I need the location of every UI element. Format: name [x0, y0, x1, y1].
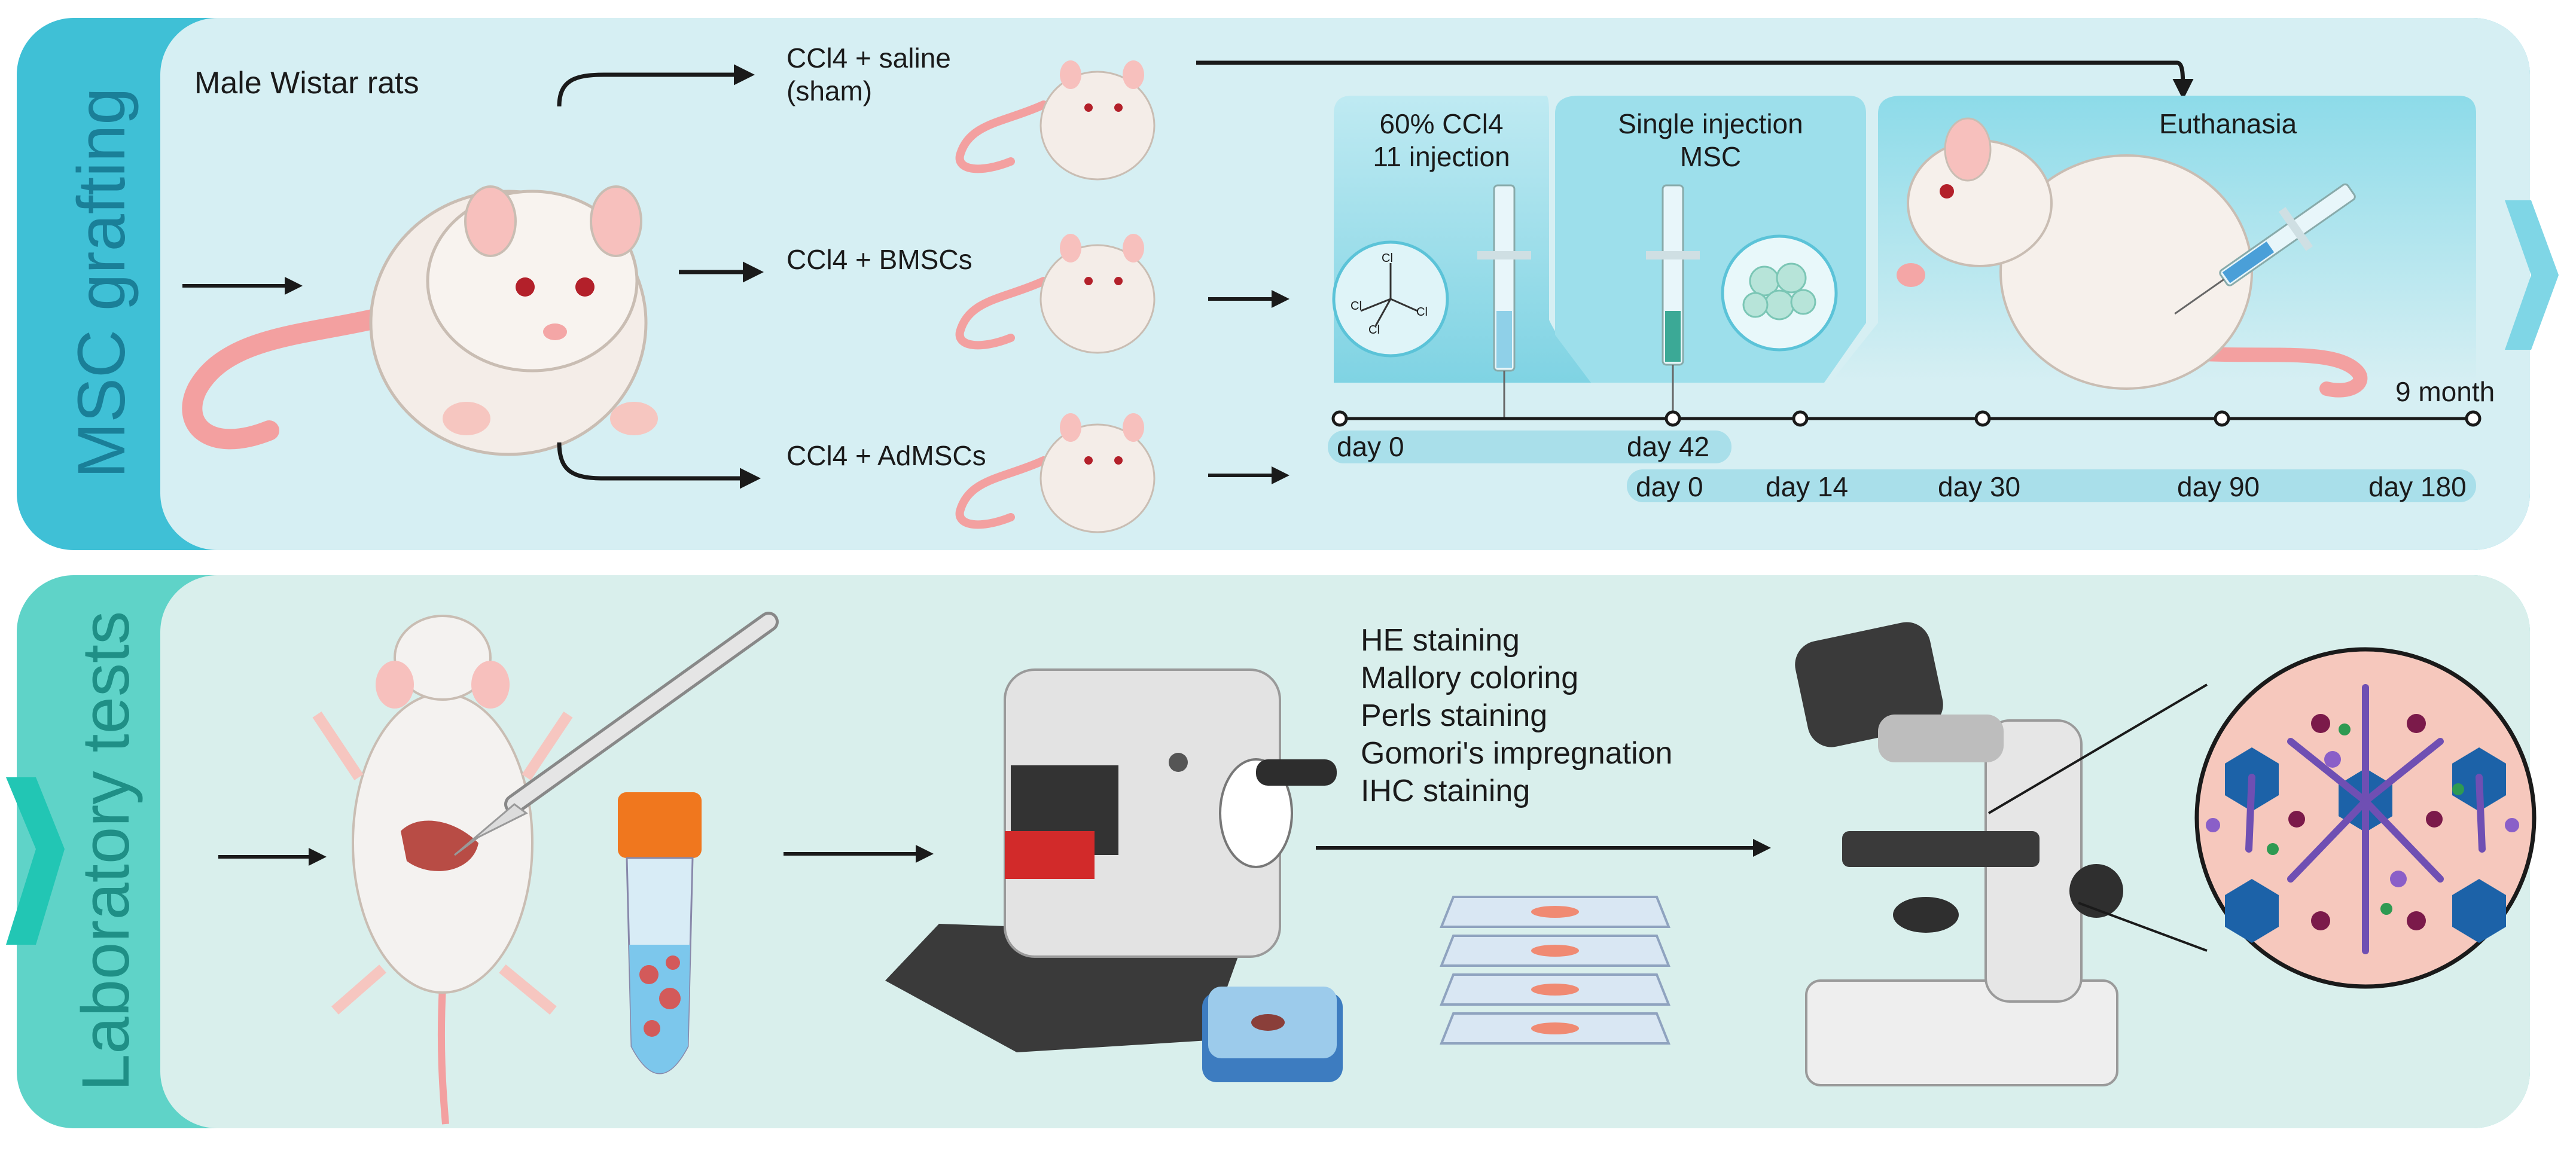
timeline-row1-band [1328, 431, 1731, 463]
euthanasia-rat-icon [1897, 117, 2368, 398]
timeline-row1-day42: day 42 [1627, 431, 1710, 462]
ccl4-atom-label: Cl [1351, 300, 1362, 313]
euthanasia-syringe-icon [2174, 183, 2356, 315]
euthanasia-stage-label: Euthanasia [2159, 108, 2297, 139]
microtome-icon [885, 668, 1337, 1052]
liver-histology-icon [2194, 647, 2537, 989]
timeline-row2-day30: day 30 [1938, 471, 2021, 502]
method-gomori-impregnation: Gomori's impregnation [1361, 736, 1673, 771]
ccl4-syringe-icon [1477, 184, 1531, 419]
timeline-row2-day14: day 14 [1766, 471, 1849, 502]
scalpel-icon [454, 612, 779, 856]
sham-group-rat-icon [955, 60, 1156, 181]
method-ihc-staining: IHC staining [1361, 774, 1531, 808]
bmsc-group-label: CCl4 + BMSCs [786, 244, 973, 275]
microscope-slides-icon [1440, 896, 1670, 1045]
male-wistar-rat-icon [182, 185, 658, 456]
ccl4-atom-label: Cl [1382, 252, 1393, 265]
ccl4-atom-label: Cl [1416, 306, 1428, 319]
rat-strain-label: Male Wistar rats [194, 66, 419, 100]
timeline-row1-day0: day 0 [1337, 431, 1404, 462]
admsc-group-label: CCl4 + AdMSCs [786, 440, 986, 471]
method-perls-staining: Perls staining [1361, 698, 1548, 733]
tissue-tube-icon [618, 792, 702, 1074]
admsc-group-rat-icon [955, 413, 1156, 533]
microscope-icon [1795, 622, 2123, 1086]
ccl4-stage-label: 60% CCl4 11 injection [1373, 108, 1510, 173]
laboratory-tests-content [160, 575, 2530, 1128]
timeline-row2-band [1627, 469, 2476, 502]
bmsc-group-rat-icon [955, 234, 1156, 354]
method-he-staining: HE staining [1361, 623, 1520, 658]
timeline-row2-day180: day 180 [2368, 471, 2467, 502]
method-mallory-coloring: Mallory coloring [1361, 661, 1579, 695]
dissected-rat-icon [312, 615, 573, 1125]
msc-syringe-icon [1646, 184, 1700, 413]
timeline-end-label: 9 month [2395, 376, 2495, 407]
timeline-row2-day0: day 0 [1636, 471, 1703, 502]
ccl4-atom-label: Cl [1368, 323, 1380, 337]
msc-stage-label: Single injection MSC [1618, 108, 1803, 173]
timeline-row2-day90: day 90 [2177, 471, 2260, 502]
tissue-block-icon [1202, 987, 1343, 1082]
timeline-ticks [1331, 410, 2482, 427]
sham-group-label: CCl4 + saline (sham) [786, 42, 951, 107]
